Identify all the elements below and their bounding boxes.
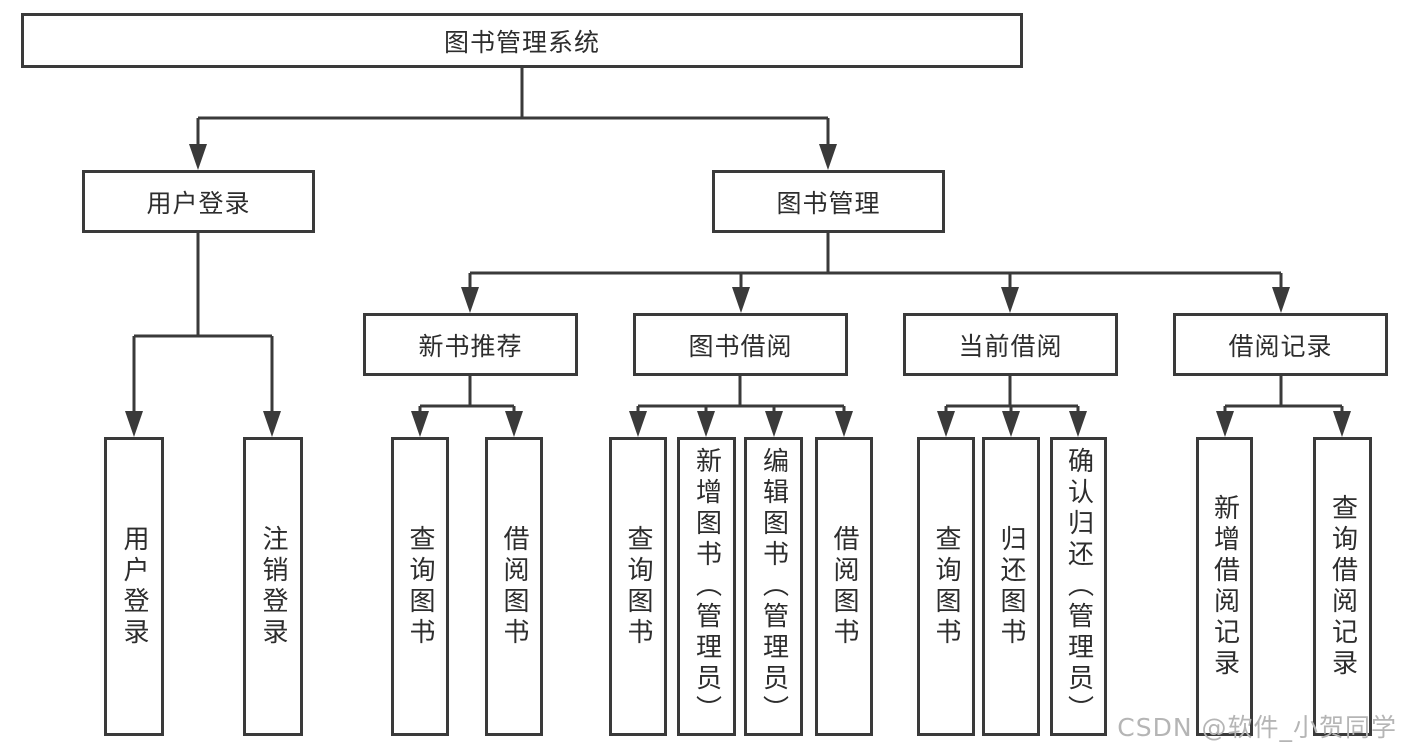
leaf-logout: 注销登录 bbox=[243, 437, 303, 736]
leaf-label: 注销登录 bbox=[258, 524, 288, 649]
node-label: 借阅记录 bbox=[1228, 331, 1333, 361]
csdn-watermark: CSDN @软件_小贺同学 bbox=[1117, 713, 1397, 742]
leaf-label: 查询借阅记录 bbox=[1327, 493, 1358, 680]
node-label: 新书推荐 bbox=[418, 331, 523, 361]
node-library-management-system: 图书管理系统 bbox=[21, 13, 1023, 68]
leaf-label: 用户登录 bbox=[119, 524, 149, 649]
leaf-label: 查询图书 bbox=[405, 524, 435, 649]
leaf-query-books-recommend: 查询图书 bbox=[391, 437, 449, 736]
leaf-label: 编辑图书（管理员） bbox=[758, 447, 789, 726]
node-book-borrow: 图书借阅 bbox=[633, 313, 848, 376]
node-label: 图书管理 bbox=[776, 188, 881, 218]
leaf-label: 借阅图书 bbox=[499, 524, 529, 649]
leaf-label: 新增图书（管理员） bbox=[691, 447, 722, 726]
node-borrow-records: 借阅记录 bbox=[1173, 313, 1388, 376]
leaf-query-borrow-record: 查询借阅记录 bbox=[1313, 437, 1372, 736]
leaf-add-borrow-record: 新增借阅记录 bbox=[1196, 437, 1253, 736]
leaf-query-books-borrow: 查询图书 bbox=[609, 437, 667, 736]
node-label: 图书管理系统 bbox=[443, 27, 600, 57]
leaf-label: 借阅图书 bbox=[829, 524, 859, 649]
leaf-edit-books-admin: 编辑图书（管理员） bbox=[744, 437, 803, 736]
leaf-label: 确认归还（管理员） bbox=[1063, 447, 1094, 726]
node-label: 当前借阅 bbox=[958, 331, 1063, 361]
node-label: 用户登录 bbox=[146, 188, 251, 218]
leaf-label: 归还图书 bbox=[996, 524, 1026, 649]
leaf-confirm-return-admin: 确认归还（管理员） bbox=[1050, 437, 1107, 736]
leaf-borrow-books-recommend: 借阅图书 bbox=[485, 437, 543, 736]
node-user-login: 用户登录 bbox=[82, 170, 315, 233]
leaf-add-books-admin: 新增图书（管理员） bbox=[677, 437, 736, 736]
node-label: 图书借阅 bbox=[688, 331, 793, 361]
leaf-borrow-books: 借阅图书 bbox=[815, 437, 873, 736]
leaf-return-books: 归还图书 bbox=[982, 437, 1040, 736]
leaf-label: 新增借阅记录 bbox=[1209, 493, 1240, 680]
leaf-query-books-current: 查询图书 bbox=[917, 437, 975, 736]
leaf-label: 查询图书 bbox=[623, 524, 653, 649]
leaf-label: 查询图书 bbox=[931, 524, 961, 649]
node-current-borrow: 当前借阅 bbox=[903, 313, 1118, 376]
leaf-user-login: 用户登录 bbox=[104, 437, 164, 736]
node-new-book-recommend: 新书推荐 bbox=[363, 313, 578, 376]
node-book-management: 图书管理 bbox=[712, 170, 945, 233]
